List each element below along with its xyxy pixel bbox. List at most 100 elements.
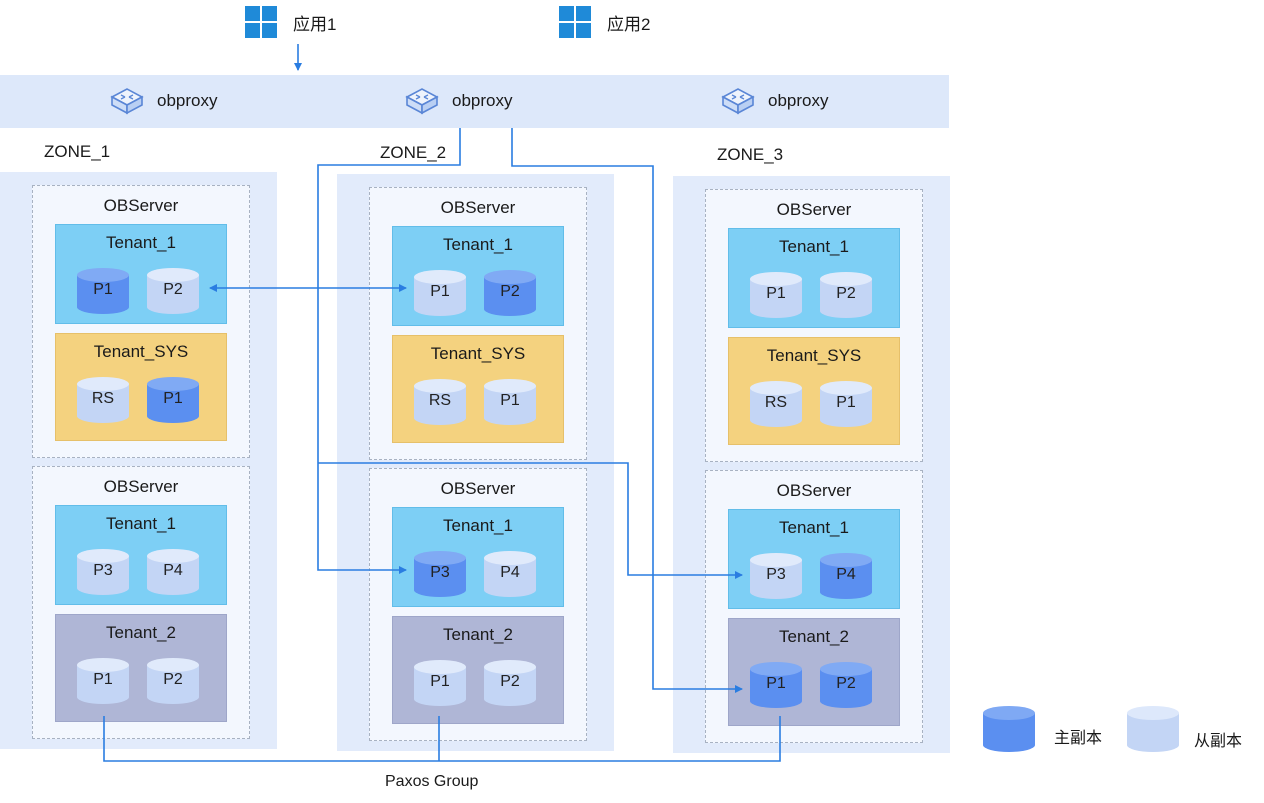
observer-title: OBServer (440, 198, 516, 217)
paxos-group-label: Paxos Group (385, 773, 479, 790)
follower-replica-icon (414, 379, 466, 425)
leader-replica-icon (820, 662, 872, 708)
proxy-1: obproxy (109, 85, 217, 117)
follower-replica-icon (77, 377, 129, 423)
app-1: 应用1 (245, 6, 336, 38)
replica-label: P2 (500, 673, 520, 690)
replica-label: P4 (500, 564, 520, 581)
replica-label: P2 (163, 671, 183, 688)
replica-label: P3 (93, 562, 113, 579)
replica-label: P2 (500, 283, 520, 300)
replica-label: P1 (766, 675, 786, 692)
legend-label: 主副本 (1054, 730, 1103, 747)
tenant-title: Tenant_1 (779, 237, 849, 256)
replica-cylinder: P2 (483, 659, 537, 707)
follower-replica-icon (77, 549, 129, 595)
replica-cylinder: P3 (413, 550, 467, 598)
follower-replica-icon (414, 270, 466, 316)
replica-cylinder: P1 (146, 376, 200, 424)
windows-icon (245, 6, 277, 38)
proxy-label: obproxy (768, 91, 829, 110)
tenant-title: Tenant_SYS (430, 344, 526, 363)
replica-cylinder: RS (749, 380, 803, 428)
leader-replica-icon (147, 377, 199, 423)
follower-replica-icon (820, 381, 872, 427)
follower-replica-icon (484, 379, 536, 425)
replica-cylinder: P1 (76, 267, 130, 315)
app-label: 应用2 (607, 14, 651, 34)
leader-replica-icon (414, 551, 466, 597)
replica-cylinder: P1 (483, 378, 537, 426)
tenant-title: Tenant_SYS (93, 342, 189, 361)
app-2: 应用2 (559, 6, 650, 38)
follower-replica-icon (147, 549, 199, 595)
observer-title: OBServer (776, 481, 852, 500)
replica-cylinder: P4 (819, 552, 873, 600)
replica-cylinder: P1 (819, 380, 873, 428)
replica-label: P1 (836, 394, 856, 411)
replica-label: P3 (766, 566, 786, 583)
replica-cylinder: RS (76, 376, 130, 424)
replica-label: P1 (500, 392, 520, 409)
follower-replica-icon (147, 268, 199, 314)
replica-label: RS (764, 394, 788, 411)
tenant-title: Tenant_1 (443, 516, 513, 535)
zone-label: ZONE_3 (717, 145, 784, 164)
replica-cylinder: P1 (749, 661, 803, 709)
zone-label: ZONE_2 (380, 143, 447, 162)
tenant-title: Tenant_1 (443, 235, 513, 254)
tenant-title: Tenant_2 (106, 623, 176, 642)
proxy-label: obproxy (157, 91, 218, 110)
replica-label: P4 (163, 562, 183, 579)
replica-cylinder: P3 (76, 548, 130, 596)
replica-cylinder: RS (413, 378, 467, 426)
proxy-route-2 (318, 462, 743, 579)
tenant-title: Tenant_2 (443, 625, 513, 644)
replica-label: P1 (430, 283, 450, 300)
zone-label: ZONE_1 (44, 142, 111, 161)
replica-cylinder: P4 (146, 548, 200, 596)
observer-title: OBServer (440, 479, 516, 498)
proxy-2: obproxy (404, 85, 512, 117)
replica-cylinder: P4 (483, 550, 537, 598)
replica-cylinder: P1 (413, 659, 467, 707)
replica-label: P2 (163, 281, 183, 298)
proxy-route-1 (317, 128, 461, 574)
router-icon (110, 88, 144, 115)
router-icon (405, 88, 439, 115)
tenant-title: Tenant_1 (779, 518, 849, 537)
follower-replica-icon (750, 272, 802, 318)
follower-replica-icon (484, 660, 536, 706)
replica-label: P1 (163, 390, 183, 407)
follower-replica-icon (750, 553, 802, 599)
replica-label: RS (91, 390, 115, 407)
replica-cylinder: P2 (819, 271, 873, 319)
replica-cylinder: P1 (749, 271, 803, 319)
observer-title: OBServer (776, 200, 852, 219)
replica-cylinder: P2 (146, 657, 200, 705)
tenant-title: Tenant_1 (106, 514, 176, 533)
tenant-box: Tenant_SYS RS P1 (392, 335, 564, 443)
paxos-group-line (103, 716, 781, 762)
replica-label: P1 (430, 673, 450, 690)
tenant-title: Tenant_SYS (766, 346, 862, 365)
proxy-3: obproxy (720, 85, 828, 117)
